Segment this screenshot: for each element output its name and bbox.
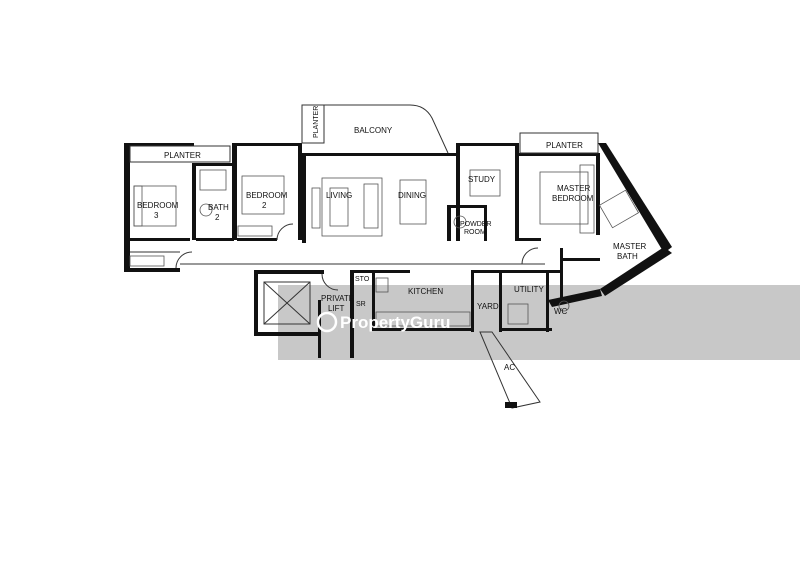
label-living: LIVING bbox=[326, 191, 352, 200]
outlines bbox=[129, 104, 599, 409]
watermark-text: PropertyGuru bbox=[340, 313, 451, 332]
label-balcony: BALCONY bbox=[354, 126, 393, 135]
watermark: PropertyGuru bbox=[316, 311, 451, 333]
label-wc: WC bbox=[554, 307, 568, 316]
label-yard: YARD bbox=[477, 302, 499, 311]
label-master-bedroom-2: BEDROOM bbox=[552, 194, 594, 203]
watermark-band bbox=[278, 285, 800, 360]
label-bedroom2-num: 2 bbox=[262, 201, 267, 210]
label-master-bath: MASTER bbox=[613, 242, 647, 251]
furniture bbox=[129, 164, 640, 327]
label-planter-right: PLANTER bbox=[546, 141, 583, 150]
watermark-logo-icon bbox=[316, 311, 338, 333]
label-study: STUDY bbox=[468, 175, 496, 184]
label-ac: AC bbox=[504, 363, 515, 372]
label-planter-balcony: PLANTER bbox=[313, 106, 320, 138]
label-master-bedroom: MASTER bbox=[557, 184, 591, 193]
label-kitchen: KITCHEN bbox=[408, 287, 443, 296]
label-powder: POWDER bbox=[460, 221, 492, 228]
label-bedroom3: BEDROOM bbox=[137, 201, 179, 210]
label-dining: DINING bbox=[398, 191, 426, 200]
label-utility: UTILITY bbox=[514, 285, 544, 294]
label-bath2: BATH bbox=[208, 203, 229, 212]
label-private-lift-2: LIFT bbox=[328, 304, 345, 313]
label-master-bath-2: BATH bbox=[617, 252, 638, 261]
label-planter-left: PLANTER bbox=[164, 151, 201, 160]
label-sto: STO bbox=[355, 276, 370, 283]
room-labels: PLANTER PLANTER BALCONY PLANTER BEDROOM … bbox=[137, 106, 647, 372]
label-powder-room: ROOM bbox=[464, 229, 486, 236]
label-bedroom2: BEDROOM bbox=[246, 191, 288, 200]
label-bedroom3-num: 3 bbox=[154, 211, 159, 220]
label-private-lift: PRIVATE bbox=[321, 294, 354, 303]
label-bath2-num: 2 bbox=[215, 213, 220, 222]
label-sr: SR bbox=[356, 301, 366, 308]
walls bbox=[124, 143, 672, 358]
